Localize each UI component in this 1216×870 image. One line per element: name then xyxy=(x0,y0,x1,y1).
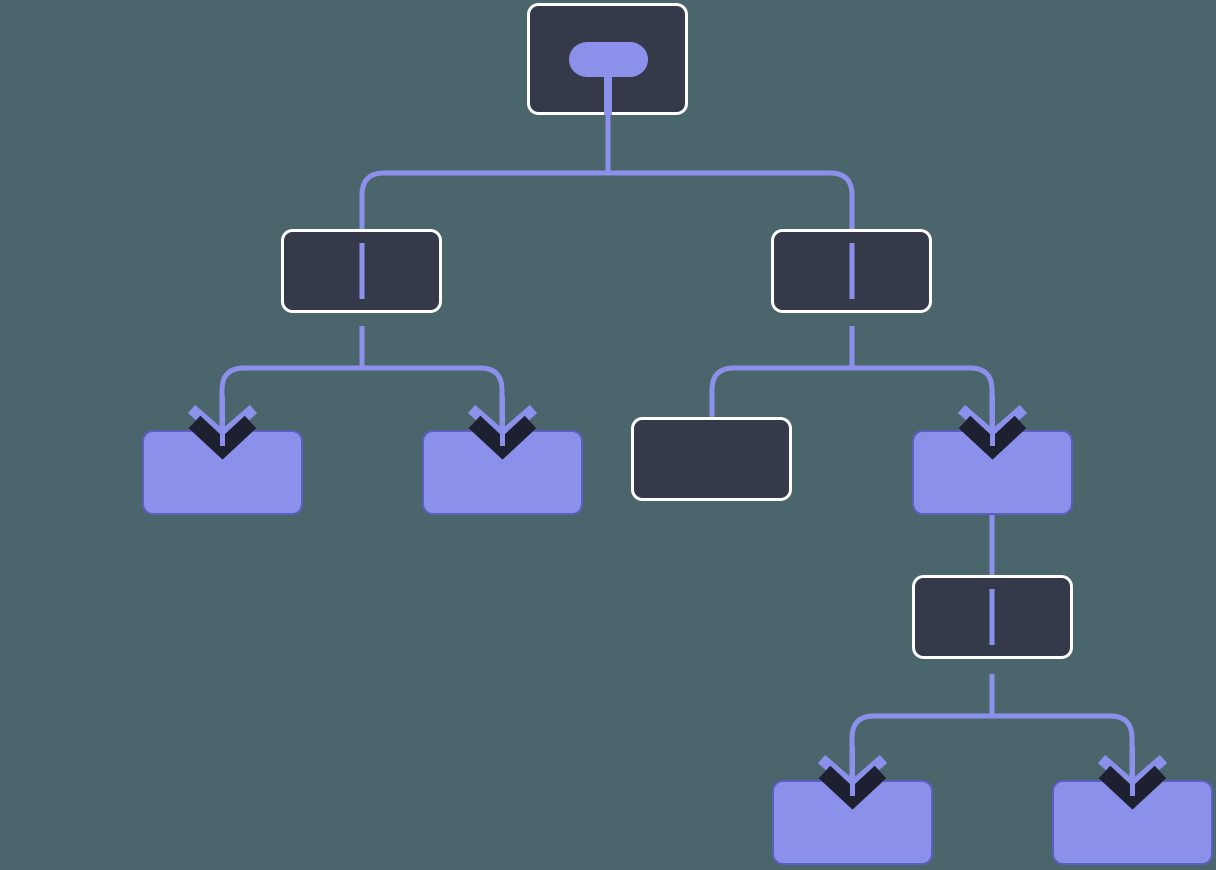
arrowhead-chevron-dark xyxy=(818,765,887,810)
node-l2-c[interactable] xyxy=(631,417,792,501)
arrowhead-into-l4-a xyxy=(817,746,888,810)
edge-l3-a-to-l4-a xyxy=(849,674,995,780)
edge-l1-left-to-l2-a xyxy=(219,326,365,430)
node-badge-pill xyxy=(569,42,648,77)
arrowhead-layer xyxy=(187,396,1168,810)
edge-l1-left-to-l2-b xyxy=(359,326,505,430)
edge-layer xyxy=(219,115,1135,780)
edge-l1-right-to-l2-c xyxy=(709,326,855,417)
arrowhead-into-l2-d xyxy=(957,396,1028,460)
arrowhead-chevron-dark xyxy=(1098,765,1167,810)
arrowhead-into-l2-a xyxy=(187,396,258,460)
node-body-dark[interactable] xyxy=(631,417,792,501)
node-layer xyxy=(142,3,1213,865)
edge-l1-right-to-l2-d xyxy=(849,326,995,430)
arrowhead-into-l4-b xyxy=(1097,746,1168,810)
edge-root-to-l1-right xyxy=(605,131,855,229)
edge-root-to-l1-left xyxy=(359,131,611,229)
arrowhead-chevron-dark xyxy=(468,415,537,460)
edge-l3-a-to-l4-b xyxy=(989,674,1135,780)
passthrough-layer xyxy=(359,243,995,645)
node-badge-stem xyxy=(604,77,612,115)
arrowhead-chevron-dark xyxy=(188,415,257,460)
arrowhead-into-l2-b xyxy=(467,396,538,460)
node-root[interactable] xyxy=(527,3,688,116)
arrowhead-chevron-dark xyxy=(958,415,1027,460)
